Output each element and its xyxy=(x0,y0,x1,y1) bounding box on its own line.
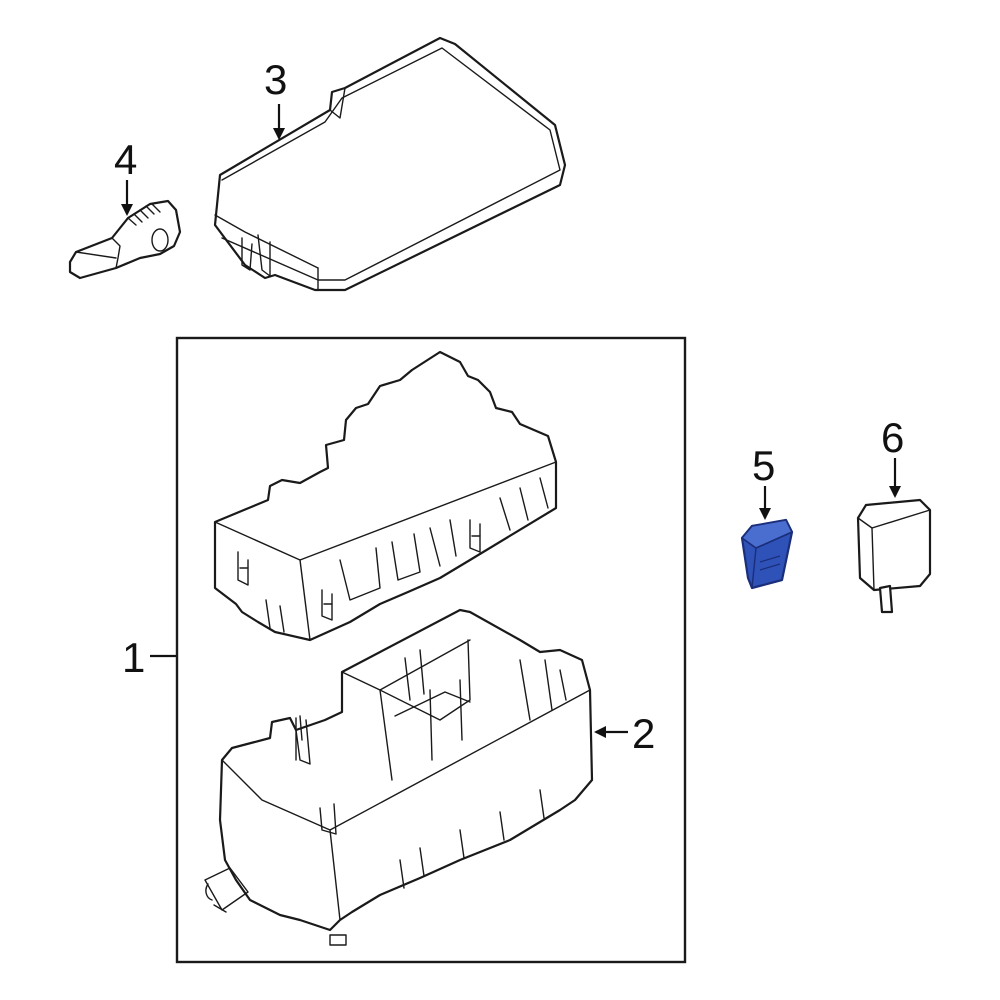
part-1-upper-module[interactable] xyxy=(213,350,558,642)
callout-6-label: 6 xyxy=(881,414,904,461)
callout-4-label: 4 xyxy=(114,136,137,183)
part-5-fuse[interactable] xyxy=(740,518,794,590)
part-2-lower-box[interactable] xyxy=(204,608,594,946)
part-3-cover[interactable] xyxy=(213,36,567,292)
callout-1: 1 xyxy=(122,634,176,681)
callout-6: 6 xyxy=(881,414,904,498)
callout-5: 5 xyxy=(752,442,775,520)
callout-3: 3 xyxy=(264,56,287,140)
assembly-frame xyxy=(175,336,687,964)
callout-5-label: 5 xyxy=(752,442,775,489)
callout-2: 2 xyxy=(594,710,655,757)
part-6-relay[interactable] xyxy=(856,498,932,614)
callout-3-label: 3 xyxy=(264,56,287,103)
callout-2-label: 2 xyxy=(632,710,655,757)
part-4-lever[interactable] xyxy=(68,199,182,280)
callout-4: 4 xyxy=(114,136,137,216)
callout-1-label: 1 xyxy=(122,634,145,681)
